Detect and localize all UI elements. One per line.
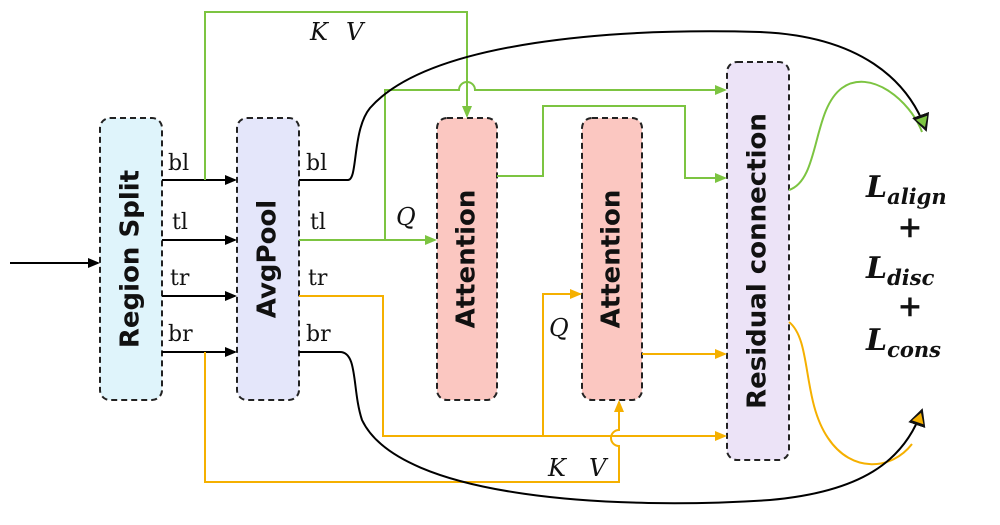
loss-disc: Ldisc — [865, 251, 935, 290]
loss-plus-2: + — [897, 289, 922, 324]
green-skip-wire — [384, 81, 727, 240]
loss-align-base: L — [865, 170, 887, 205]
green-wires — [204, 11, 923, 245]
q-label-top: Q — [396, 203, 416, 231]
avgpool-box — [236, 117, 300, 401]
avgpool-label: AvgPool — [253, 200, 283, 318]
kv-label-bottom: K V — [547, 454, 609, 482]
loss-formula: Lalign + Ldisc + Lcons — [865, 170, 947, 362]
loss-plus-1: + — [897, 210, 922, 245]
kv-top-k: K — [309, 18, 330, 46]
avgpool-block: AvgPool — [236, 117, 300, 401]
pool-port-tr: tr — [308, 266, 328, 291]
black-loss-curves — [299, 30, 930, 505]
loss-cons: Lcons — [865, 323, 941, 362]
green-attn1-out-wire — [497, 105, 727, 183]
attention-box-1 — [436, 117, 498, 401]
kv-bottom-k: K — [547, 454, 568, 482]
loss-cons-sub: cons — [887, 337, 941, 362]
q-label-bottom: Q — [549, 314, 569, 342]
loss-cons-base: L — [865, 323, 887, 358]
black-br-curve — [299, 351, 926, 505]
split-port-tl: tl — [172, 210, 188, 235]
split-to-pool-wires — [162, 175, 237, 357]
black-bl-curve — [299, 30, 930, 181]
region-split-box — [99, 117, 163, 401]
pool-port-labels: bl tl tr br — [306, 151, 331, 347]
green-residual-out-wire — [788, 80, 923, 191]
green-kv-wire — [204, 11, 472, 180]
orange-kv-wire — [204, 352, 624, 483]
loss-disc-sub: disc — [887, 265, 934, 290]
region-split-label: Region Split — [116, 170, 146, 348]
kv-bottom-v: V — [589, 454, 609, 482]
residual-connection-box — [726, 61, 790, 461]
attention-label-2: Attention — [597, 190, 627, 329]
split-port-labels: bl tl tr br — [168, 151, 193, 347]
orange-wires — [204, 289, 913, 483]
attention-block-2: Attention — [581, 117, 643, 401]
orange-tr-wire — [299, 295, 727, 441]
split-port-tr: tr — [170, 266, 190, 291]
region-split-block: Region Split — [99, 117, 163, 401]
pool-port-bl: bl — [306, 151, 327, 176]
residual-connection-block: Residual connection — [726, 61, 790, 461]
kv-top-v: V — [346, 18, 366, 46]
pool-port-br: br — [306, 322, 331, 347]
attention-block-1: Attention — [436, 117, 498, 401]
split-port-bl: bl — [168, 151, 189, 176]
split-port-br: br — [168, 322, 193, 347]
attention-box-2 — [581, 117, 643, 401]
loss-disc-base: L — [865, 251, 887, 286]
loss-align: Lalign — [865, 170, 947, 209]
pool-port-tl: tl — [310, 210, 326, 235]
residual-connection-label: Residual connection — [743, 113, 773, 409]
loss-align-sub: align — [887, 184, 947, 209]
attention-label-1: Attention — [452, 190, 482, 329]
orange-q-wire — [542, 289, 582, 436]
kv-label-top: K V — [309, 18, 366, 46]
